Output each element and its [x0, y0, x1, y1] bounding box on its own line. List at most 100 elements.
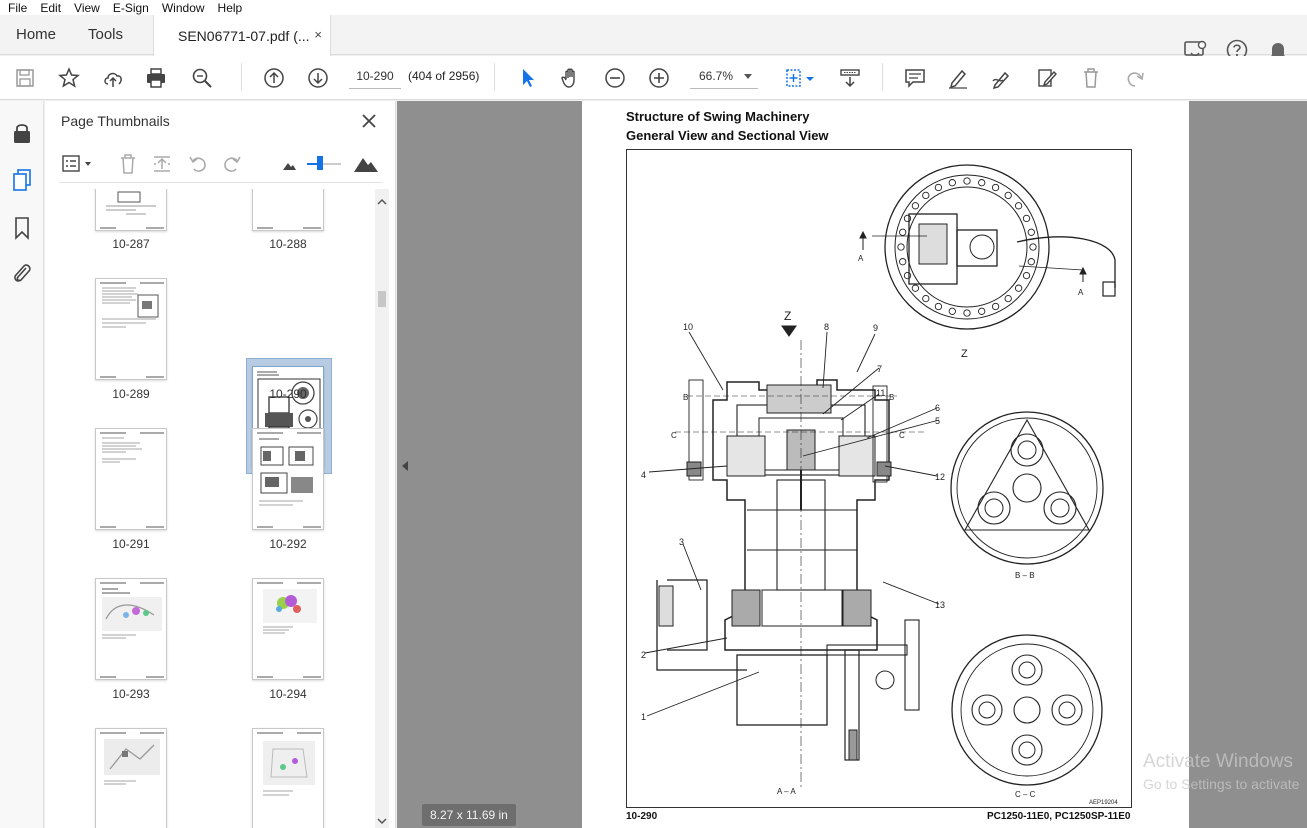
tab-bar: Home Tools SEN06771-07.pdf (... ×	[0, 15, 1307, 61]
left-rail	[0, 101, 44, 828]
hand-tool-icon[interactable]	[558, 65, 584, 91]
page-heading: Structure of Swing Machinery	[626, 109, 810, 124]
zoom-level-select[interactable]: 66.7%	[690, 63, 758, 89]
scroll-down-arrow-icon[interactable]	[375, 814, 389, 828]
thumbnail-page[interactable]	[252, 728, 324, 828]
toolbar	[0, 56, 1307, 100]
label-b: B	[683, 393, 688, 402]
page-number-input[interactable]: 10-290	[349, 63, 401, 89]
thumbnail-page[interactable]	[95, 278, 167, 380]
fill-sign-icon[interactable]	[1034, 65, 1060, 91]
thumbnail-page[interactable]	[252, 578, 324, 680]
save-icon[interactable]	[12, 65, 38, 91]
thumbnail-options-icon[interactable]	[61, 153, 95, 175]
thumbnail-page[interactable]	[95, 728, 167, 828]
menu-file[interactable]: File	[8, 0, 28, 15]
bookmark-icon[interactable]	[10, 216, 34, 240]
bolt-hole	[991, 302, 1000, 311]
swing-machinery-drawing: A A Z	[641, 164, 1118, 806]
bolt-hole	[1014, 202, 1023, 210]
zoom-out-icon[interactable]	[602, 65, 628, 91]
thumbnail-label: 10-290	[269, 387, 307, 401]
bolt-hole	[897, 243, 905, 251]
highlight-pen-icon[interactable]	[945, 65, 971, 91]
tab-tools[interactable]: Tools	[88, 26, 124, 43]
thumbnail-page[interactable]	[252, 428, 324, 530]
select-cursor-icon[interactable]	[515, 65, 541, 91]
menu-esign[interactable]: E-Sign	[112, 0, 149, 15]
leader-lines	[644, 331, 940, 717]
bolt-hole	[911, 284, 920, 292]
thumbnail-page[interactable]	[95, 578, 167, 680]
fit-page-icon[interactable]	[781, 65, 807, 91]
page-footer-number: 10-290	[626, 811, 658, 822]
zoom-in-icon[interactable]	[646, 65, 672, 91]
part-number-4: 4	[641, 470, 646, 480]
menu-edit[interactable]: Edit	[40, 0, 62, 15]
draw-pen-icon[interactable]	[989, 65, 1015, 91]
bolt-hole	[922, 191, 930, 200]
delete-page-icon[interactable]	[117, 153, 139, 175]
bookmark-star-icon[interactable]	[56, 65, 82, 91]
bolt-hole	[991, 183, 1000, 192]
small-thumbnails-icon[interactable]	[281, 153, 297, 175]
thumbnail-page[interactable]	[95, 189, 167, 231]
page-subheading: General View and Sectional View	[626, 128, 829, 143]
zoom-search-icon[interactable]	[189, 65, 215, 91]
tab-home[interactable]: Home	[16, 26, 57, 43]
lock-icon[interactable]	[10, 121, 34, 145]
collapse-panel-arrow-icon[interactable]	[402, 461, 408, 471]
rotate-right-icon[interactable]	[221, 153, 243, 175]
drawing-frame: A A Z	[626, 149, 1132, 808]
tab-document[interactable]: SEN06771-07.pdf (... ×	[153, 15, 331, 56]
bolt-hole	[1004, 294, 1012, 303]
thumbnail-label: 10-293	[112, 687, 150, 701]
scroll-up-arrow-icon[interactable]	[375, 195, 389, 209]
delete-icon[interactable]	[1078, 65, 1104, 91]
menu-window[interactable]: Window	[161, 0, 205, 15]
rotate-left-icon[interactable]	[187, 153, 209, 175]
previous-page-icon[interactable]	[261, 65, 287, 91]
bolt-hole	[1014, 284, 1023, 292]
document-viewer[interactable]: Structure of Swing Machinery General Vie…	[397, 101, 1307, 828]
comment-icon[interactable]	[902, 65, 928, 91]
large-thumbnails-icon[interactable]	[353, 153, 379, 175]
part-number-12: 12	[935, 472, 945, 482]
part-number-7: 7	[877, 364, 882, 374]
close-panel-icon[interactable]	[359, 111, 379, 131]
zoom-level-value: 66.7%	[699, 69, 734, 83]
pdf-page: Structure of Swing Machinery General Vie…	[582, 101, 1189, 828]
bolt-hole	[903, 271, 912, 280]
scroll-thumb[interactable]	[378, 291, 386, 307]
part-number-11: 11	[876, 388, 885, 398]
bolt-hole	[1027, 228, 1035, 236]
next-page-icon[interactable]	[305, 65, 331, 91]
bolt-hole	[978, 307, 986, 315]
thumbnail-page[interactable]	[252, 189, 324, 231]
upload-cloud-icon[interactable]	[100, 65, 126, 91]
menu-help[interactable]: Help	[217, 0, 243, 15]
thumbnail-size-slider[interactable]	[305, 153, 343, 175]
part-number-5: 5	[935, 416, 940, 426]
top-view-drawing	[859, 164, 1116, 330]
page-thumbnails-icon[interactable]	[10, 168, 34, 192]
extract-pages-icon[interactable]	[151, 153, 173, 175]
print-icon[interactable]	[143, 65, 169, 91]
section-cc-drawing	[951, 634, 1103, 786]
close-tab-icon[interactable]: ×	[314, 27, 322, 42]
activation-watermark-title: Activate Windows	[1143, 751, 1293, 772]
thumbnail-scrollbar[interactable]	[375, 189, 389, 828]
part-number-13: 13	[935, 600, 945, 610]
attachment-icon[interactable]	[10, 261, 34, 285]
menu-view[interactable]: View	[74, 0, 100, 15]
scroll-mode-icon[interactable]	[837, 65, 863, 91]
redo-icon[interactable]	[1122, 65, 1148, 91]
drawing-code: AEP19204	[1089, 800, 1118, 806]
thumbnail-page[interactable]	[95, 428, 167, 530]
section-aa-label: A – A	[777, 787, 796, 796]
fit-page-dropdown-icon[interactable]	[803, 65, 817, 91]
share-screen-icon[interactable]	[1182, 37, 1208, 63]
section-bb-drawing	[950, 411, 1104, 565]
thumbnail-label: 10-294	[269, 687, 307, 701]
thumbnail-list: 10-287 10-288 10-289 10-290 10-291 10-29…	[45, 189, 377, 828]
